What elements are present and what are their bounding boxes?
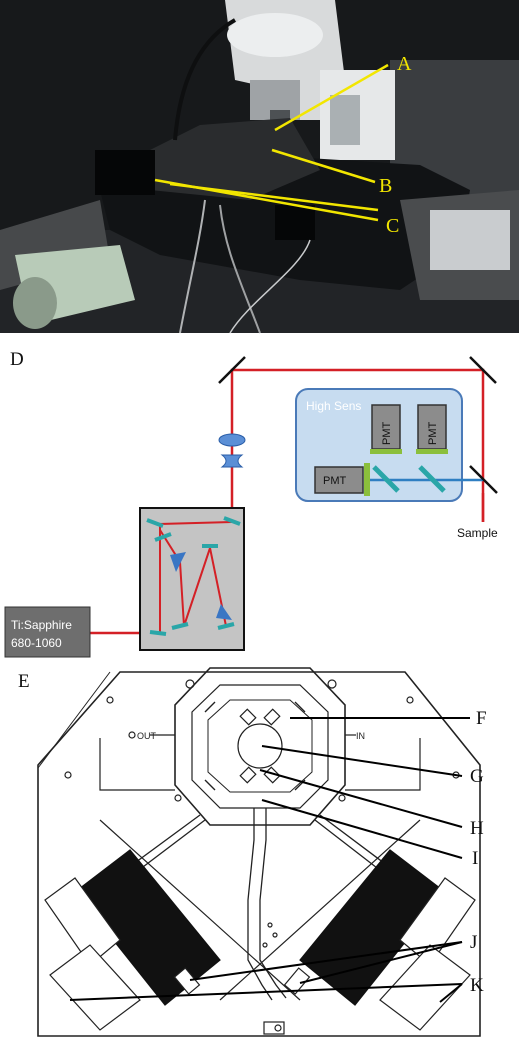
panel-label-d: D [10, 349, 24, 370]
callout-h: H [470, 818, 484, 839]
lens-concave [220, 454, 244, 468]
detector-box-title: High Sens [306, 399, 361, 413]
prism-2 [216, 604, 232, 620]
motor-left [44, 849, 221, 1031]
chamber-octagon-inner [191, 684, 329, 809]
photo-panel: A B C [0, 0, 519, 334]
pmt-1-filter [370, 449, 402, 454]
pmt-1-label: PMT [381, 422, 393, 446]
leader-g [261, 745, 463, 777]
prism-compressor-box [139, 507, 245, 651]
leader-j2 [299, 941, 463, 984]
port-in-label: IN [356, 731, 365, 741]
comp-mirror-2 [154, 532, 172, 542]
chamber-octagon-outer [174, 667, 346, 826]
schematic-panel: D High Sens PMT PMT PMT Sample [4, 349, 498, 658]
pmt-2-filter [416, 449, 448, 454]
leader-k1 [69, 983, 463, 1001]
laser-box [4, 606, 91, 658]
comp-mirror-5 [171, 622, 189, 630]
callout-i: I [472, 848, 478, 869]
callout-line-c2 [169, 182, 379, 212]
leader-h [259, 769, 463, 828]
pmt-3-filter [364, 463, 370, 496]
comp-mirror-7 [217, 622, 235, 630]
callout-k: K [470, 975, 484, 996]
callout-a-label: A [397, 53, 412, 75]
prism-1 [170, 552, 186, 572]
sample-label: Sample [457, 526, 498, 540]
callout-line-b [271, 148, 376, 184]
leader-i [261, 799, 463, 859]
dichroic-2 [418, 465, 446, 493]
callout-b-label: B [379, 175, 392, 197]
laser-range: 680-1060 [11, 636, 62, 650]
callout-line-a [274, 63, 389, 132]
mirror-top-left [218, 356, 246, 384]
perfusion-tube [247, 808, 273, 1001]
comp-mirror-3 [223, 516, 241, 526]
callout-j: J [470, 932, 477, 953]
base-plate [37, 671, 481, 1037]
comp-mirror-1 [146, 518, 164, 528]
callout-c-label: C [386, 215, 399, 237]
lens-convex [218, 433, 246, 447]
mirror-top-right [469, 356, 497, 384]
comp-mirror-6 [149, 630, 167, 636]
pmt-1 [371, 404, 401, 450]
pmt-3 [314, 466, 364, 494]
leader-j1 [189, 941, 463, 981]
motor-right [283, 849, 476, 1031]
dichroic-1 [372, 465, 400, 493]
drawing-panel: E OUT IN [18, 667, 481, 1037]
port-out-label: OUT [137, 731, 157, 741]
laser-name: Ti:Sapphire [11, 618, 72, 632]
pmt-2-label: PMT [427, 422, 439, 446]
pmt-3-label: PMT [323, 475, 347, 487]
callout-f: F [476, 708, 487, 729]
dichroic-main [469, 465, 498, 494]
panel-label-e: E [18, 671, 30, 692]
sample-well [237, 723, 283, 769]
callout-g: G [470, 766, 484, 787]
drawing-callouts: F G H I J K [470, 708, 487, 996]
leader-k2 [439, 983, 463, 1003]
